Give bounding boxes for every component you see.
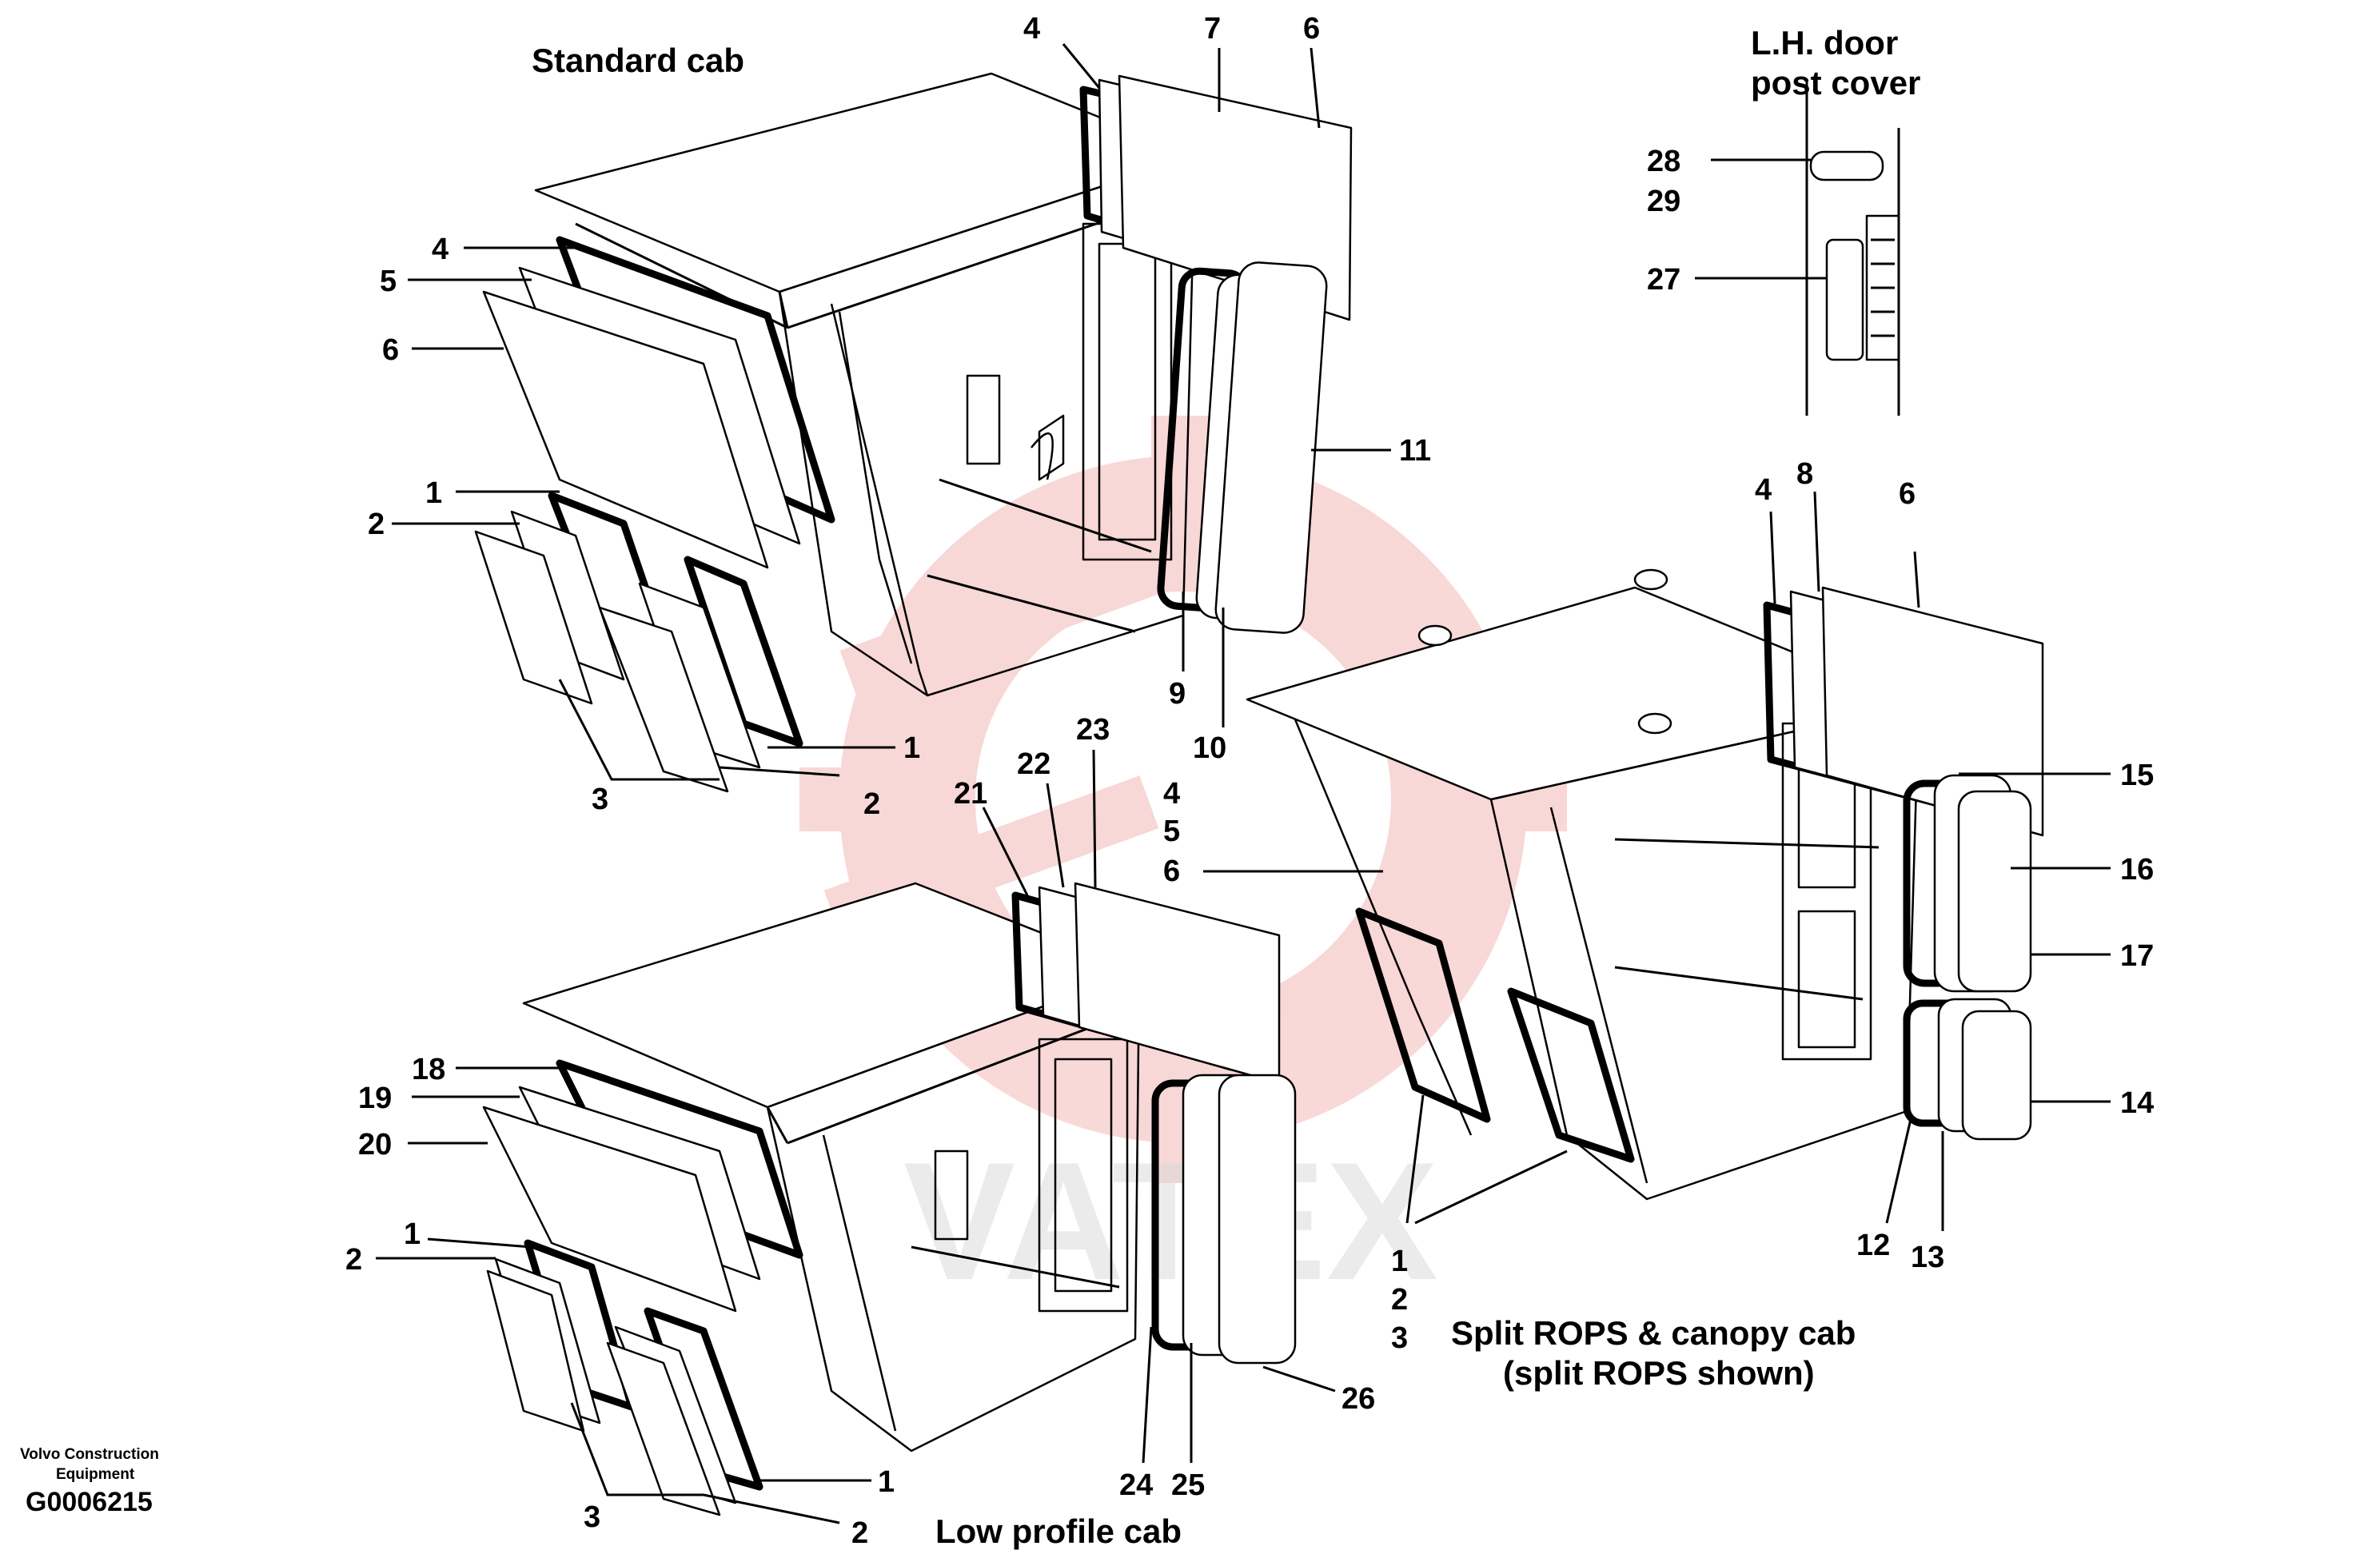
- split-leaders: [1203, 491, 2111, 1231]
- callout-std-10: 10: [1193, 731, 1226, 765]
- title-door-post-line2: post cover: [1751, 64, 1920, 102]
- std-leaders: [392, 43, 1391, 781]
- low-profile-cab: [482, 882, 1297, 1516]
- callout-std-3-bottom: 3: [592, 783, 608, 816]
- callout-low-2-left: 2: [345, 1243, 362, 1277]
- callout-split-13: 13: [1911, 1241, 1944, 1274]
- callout-split-12: 12: [1856, 1229, 1890, 1262]
- callout-low-26: 26: [1341, 1382, 1375, 1416]
- callout-low-1-left: 1: [404, 1217, 421, 1251]
- split-seal-2: [1507, 987, 1635, 1163]
- callout-low-24: 24: [1119, 1468, 1153, 1502]
- callout-low-22: 22: [1017, 747, 1050, 781]
- split-rops-cab: [1246, 568, 2044, 1201]
- title-low-profile-cab: Low profile cab: [935, 1512, 1182, 1550]
- title-split-rops-line2: (split ROPS shown): [1503, 1354, 1815, 1392]
- callout-low-1-bottom: 1: [878, 1465, 895, 1499]
- callout-std-11: 11: [1399, 434, 1431, 468]
- callout-split-6-top: 6: [1899, 477, 1916, 511]
- low-glass-20: [482, 1106, 737, 1313]
- std-glass-lower-b: [598, 606, 729, 793]
- callout-std-7-top: 7: [1204, 12, 1221, 46]
- footer-drawing-code: G0006215: [26, 1487, 153, 1517]
- low-glass-26: [1218, 1074, 1297, 1365]
- callout-std-4-top: 4: [1023, 12, 1040, 46]
- callout-low-3-bottom: 3: [584, 1500, 600, 1534]
- footer-company-line1: Volvo Construction: [20, 1446, 159, 1463]
- callout-door-27: 27: [1647, 263, 1680, 297]
- callout-std-5-left: 5: [380, 265, 397, 298]
- callout-split-3-bottom: 3: [1391, 1321, 1408, 1355]
- callout-low-21: 21: [954, 777, 987, 811]
- callout-std-6-top: 6: [1303, 12, 1320, 46]
- callout-low-25: 25: [1171, 1468, 1205, 1502]
- callout-door-28: 28: [1647, 145, 1680, 178]
- callout-std-2-left: 2: [368, 508, 385, 541]
- std-roof: [534, 72, 1197, 293]
- callout-std-1-bottom: 1: [903, 731, 920, 765]
- title-split-rops-line1: Split ROPS & canopy cab: [1451, 1314, 1856, 1352]
- callout-split-17: 17: [2120, 939, 2154, 973]
- split-glass-14: [1961, 1010, 2032, 1141]
- callout-split-1-bottom: 1: [1391, 1245, 1408, 1278]
- std-glass-lower-a: [474, 530, 593, 705]
- std-glass-6-rear: [1118, 74, 1353, 321]
- callout-std-9: 9: [1169, 677, 1186, 711]
- split-seal-1: [1355, 907, 1491, 1123]
- callout-split-2-bottom: 2: [1391, 1283, 1408, 1317]
- split-glass-17: [1957, 790, 2032, 993]
- callout-split-8-top: 8: [1796, 457, 1813, 491]
- callout-split-6-mid: 6: [1163, 855, 1180, 888]
- callout-std-6-left: 6: [382, 333, 399, 367]
- title-door-post-line1: L.H. door: [1751, 24, 1898, 62]
- std-glass-6-front: [482, 290, 769, 569]
- callout-split-4-mid: 4: [1163, 777, 1180, 811]
- callout-split-4-top: 4: [1755, 473, 1772, 507]
- callout-low-19: 19: [358, 1082, 392, 1115]
- callout-low-23: 23: [1076, 713, 1110, 747]
- callout-split-5-mid: 5: [1163, 815, 1180, 848]
- callout-low-2-bottom: 2: [851, 1516, 868, 1550]
- lh-door-post-cover: [1695, 80, 1900, 416]
- callout-split-15: 15: [2120, 759, 2154, 792]
- watermark-text: VATEX: [903, 1127, 1438, 1315]
- callout-low-20: 20: [358, 1128, 392, 1162]
- callout-split-14: 14: [2120, 1086, 2154, 1120]
- callout-split-16: 16: [2120, 853, 2154, 887]
- watermark-gear-logo: [799, 416, 1567, 1183]
- callout-std-2-bottom: 2: [863, 787, 880, 821]
- footer-company-line2: Equipment: [56, 1466, 135, 1483]
- callout-std-4-left: 4: [432, 233, 448, 266]
- low-glass-right: [606, 1341, 721, 1516]
- callout-std-1-left: 1: [425, 476, 442, 510]
- standard-cab: [474, 72, 1353, 793]
- low-leaders: [376, 749, 1336, 1524]
- title-standard-cab: Standard cab: [532, 42, 744, 79]
- callout-door-29: 29: [1647, 185, 1680, 218]
- callout-low-18: 18: [412, 1053, 445, 1086]
